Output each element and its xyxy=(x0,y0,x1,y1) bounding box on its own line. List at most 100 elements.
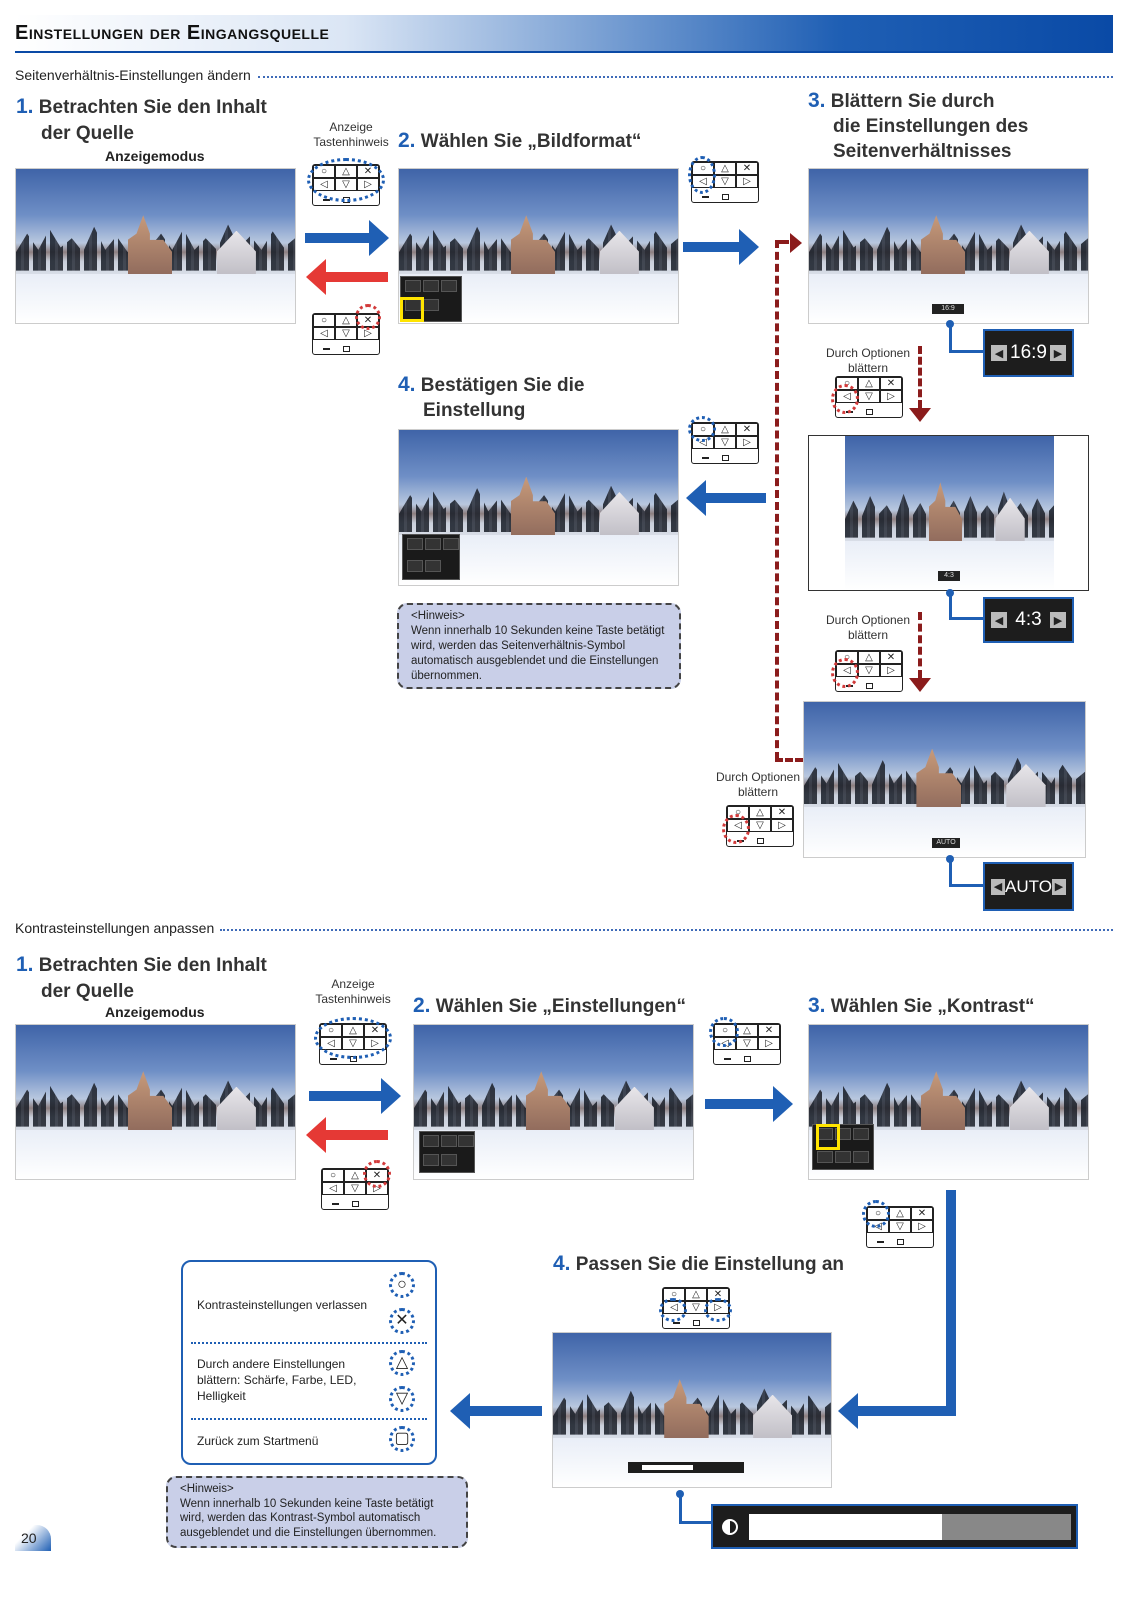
circle-left-highlight xyxy=(688,156,716,194)
circle-key: ○ xyxy=(322,1169,344,1182)
square-key-icon: ▢ xyxy=(389,1426,415,1452)
left-arrow-icon: ◀ xyxy=(991,612,1007,628)
right-arrow-icon: ▶ xyxy=(1049,612,1066,628)
callout-dot xyxy=(946,320,954,328)
cross-key: ✕ xyxy=(880,651,902,664)
back-arrow xyxy=(306,1117,388,1153)
cross-key: ✕ xyxy=(771,806,793,819)
callout-line xyxy=(949,325,985,353)
image-16-9 xyxy=(808,168,1089,324)
step-2-title: 2. Wählen Sie „Einstellungen“ xyxy=(413,994,686,1017)
note-contrast: <Hinweis>Wenn innerhalb 10 Sekunden kein… xyxy=(166,1476,468,1548)
down-key: ▽ xyxy=(889,1220,911,1233)
flow-line xyxy=(918,346,922,408)
section-title-aspect: Seitenverhältnis-Einstellungen ändern xyxy=(15,67,251,83)
note-aspect: <Hinweis>Wenn innerhalb 10 Sekunden kein… xyxy=(397,603,681,689)
step-4-line2: Einstellung xyxy=(423,400,526,421)
down-key: ▽ xyxy=(736,1037,758,1050)
left-key-highlight xyxy=(831,384,859,414)
cross-key: ✕ xyxy=(880,377,902,390)
contrast-bar xyxy=(711,1504,1078,1549)
settings-menu xyxy=(812,1124,874,1170)
flow-line xyxy=(918,612,922,678)
forward-arrow xyxy=(305,220,389,256)
table-divider xyxy=(191,1342,427,1344)
left-key-highlight xyxy=(659,1298,687,1322)
callout-dot xyxy=(946,855,954,863)
left-key-highlight xyxy=(722,814,750,844)
right-arrow-icon: ▶ xyxy=(1049,345,1066,361)
step-3-title: 3. Wählen Sie „Kontrast“ xyxy=(808,994,1035,1017)
down-key: ▽ xyxy=(335,327,357,340)
up-key: △ xyxy=(714,423,736,436)
forward-arrow xyxy=(309,1078,401,1114)
up-key: △ xyxy=(889,1207,911,1220)
flow-arrowhead xyxy=(909,408,931,422)
up-key: △ xyxy=(714,162,736,175)
key-table: Kontrasteinstellungen verlassen ○ ✕ Durc… xyxy=(181,1260,437,1465)
down-key: ▽ xyxy=(344,1182,366,1195)
ratio-value: 4:3 xyxy=(1015,609,1042,630)
section-divider xyxy=(258,76,1113,78)
contrast-track xyxy=(749,1514,1071,1540)
up-key: △ xyxy=(749,806,771,819)
right-key: ▷ xyxy=(758,1037,780,1050)
right-key-highlight xyxy=(704,1298,732,1322)
source-image xyxy=(15,168,296,324)
up-key: △ xyxy=(858,651,880,664)
contrast-menu-image xyxy=(808,1024,1089,1180)
callout-dot xyxy=(946,589,954,597)
up-key: △ xyxy=(736,1024,758,1037)
cross-key-highlight xyxy=(363,1160,391,1188)
ratio-16-9-box: ◀16:9▶ xyxy=(983,329,1074,377)
ratio-value: AUTO xyxy=(1005,876,1052,896)
loop-arrowhead xyxy=(790,233,802,253)
quick-menu xyxy=(402,534,460,580)
step-1-title-line2: der Quelle xyxy=(41,123,134,144)
result-arrow xyxy=(450,1393,542,1429)
step-1-title: 1. Betrachten Sie den Inhalt xyxy=(16,953,267,976)
quick-menu xyxy=(419,1131,475,1173)
right-key: ▷ xyxy=(736,436,758,449)
forward-arrow xyxy=(683,229,759,265)
step-3-line2: die Einstellungen des xyxy=(833,116,1029,137)
left-key-highlight xyxy=(831,658,859,688)
left-arrow-icon: ◀ xyxy=(991,878,1006,895)
down-key: ▽ xyxy=(714,175,736,188)
remote-keypad: ○ △ ✕ ◁ ▽ ▷ xyxy=(726,805,794,847)
down-key: ▽ xyxy=(714,436,736,449)
ratio-value: 16:9 xyxy=(1010,342,1047,363)
cross-key: ✕ xyxy=(758,1024,780,1037)
back-arrow xyxy=(306,259,388,295)
up-key: △ xyxy=(335,314,357,327)
back-to-menu-row: Zurück zum Startmenü xyxy=(197,1434,319,1448)
right-arrow-icon: ▶ xyxy=(1051,878,1066,895)
image-4-3-frame xyxy=(808,435,1089,591)
left-key: ◁ xyxy=(313,327,335,340)
cross-key: ✕ xyxy=(736,162,758,175)
flow-arrowhead xyxy=(838,1393,858,1429)
down-key: ▽ xyxy=(749,819,771,832)
section-title-contrast: Kontrasteinstellungen anpassen xyxy=(15,920,215,936)
callout-line xyxy=(949,860,985,887)
selection-highlight xyxy=(400,297,424,322)
circle-key-icon: ○ xyxy=(389,1272,415,1298)
cross-key: ✕ xyxy=(736,423,758,436)
step-1-title-line2: der Quelle xyxy=(41,981,134,1002)
source-image xyxy=(15,1024,296,1180)
step-4-title: 4. Bestätigen Sie die xyxy=(398,373,585,396)
right-key: ▷ xyxy=(736,175,758,188)
loop-line xyxy=(775,240,789,244)
loop-line xyxy=(775,240,779,760)
down-key-icon: ▽ xyxy=(389,1386,415,1412)
step-3-line3: Seitenverhältnisses xyxy=(833,141,1012,162)
contrast-mini-bar xyxy=(628,1462,744,1473)
cross-key: ✕ xyxy=(911,1207,933,1220)
up-key: △ xyxy=(685,1288,707,1301)
all-keys-highlight xyxy=(307,158,385,202)
